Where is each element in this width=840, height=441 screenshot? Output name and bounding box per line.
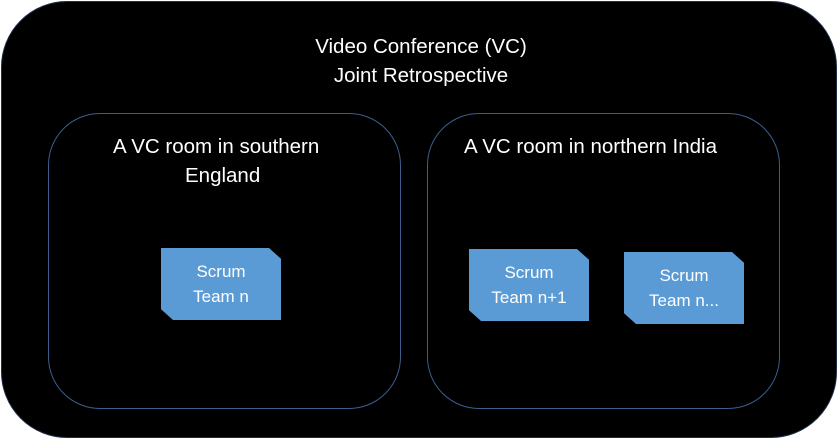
title-line-2: Joint Retrospective: [333, 64, 509, 87]
team-label-line-2: Team n...: [649, 291, 719, 310]
team-label-line-1: Scrum: [504, 263, 554, 282]
scrum-team-n: Scrum Team n: [161, 248, 281, 320]
room-label: A VC room in northern India: [464, 135, 717, 158]
diagram-title: Video Conference (VC) Joint Retrospectiv…: [2, 32, 840, 90]
team-label-line-2: Team n: [193, 287, 249, 306]
team-label-line-1: Scrum: [659, 266, 709, 285]
room-label-line-2: England: [185, 164, 261, 187]
title-line-1: Video Conference (VC): [315, 35, 527, 58]
room-label: A VC room in southern England: [113, 132, 353, 190]
room-label-line-1: A VC room in southern: [113, 135, 320, 158]
team-label-line-1: Scrum: [196, 262, 246, 281]
team-label-line-2: Team n+1: [491, 288, 567, 307]
scrum-team-n-ellipsis: Scrum Team n...: [624, 252, 744, 324]
scrum-team-n-plus-1: Scrum Team n+1: [469, 249, 589, 321]
